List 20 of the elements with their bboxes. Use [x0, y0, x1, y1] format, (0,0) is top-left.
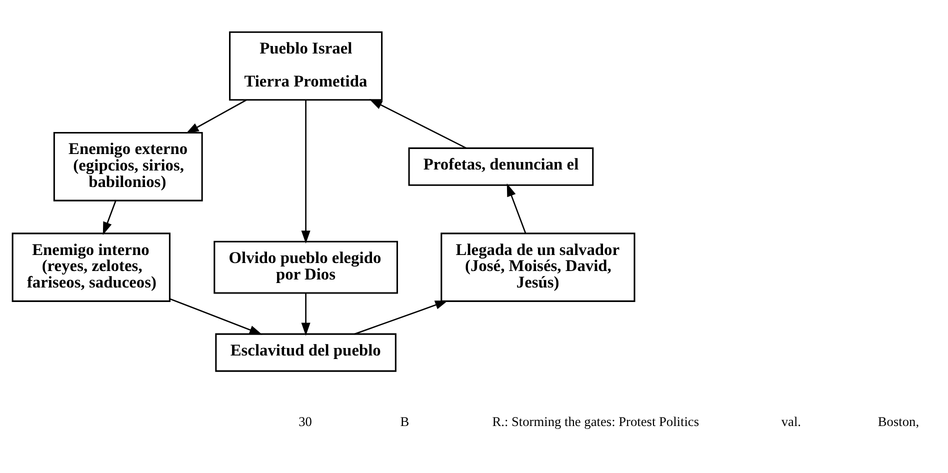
node-box: Olvido pueblo elegido por Dios: [214, 240, 398, 294]
node-box: Llegada de un salvador (José, Moisés, David, Jesús): [440, 232, 636, 302]
label: 30: [298, 414, 312, 429]
node-box: Esclavitud del pueblo: [215, 333, 396, 372]
arrow: [354, 300, 448, 335]
label: Boston,: [878, 414, 920, 429]
arrow: [301, 100, 310, 244]
arrow: [301, 293, 310, 336]
label: B: [400, 414, 410, 429]
arrow: [369, 99, 466, 149]
node-box: Enemigo externo (egipcios, sirios, babilonios): [53, 132, 203, 202]
label: R.: Storming the gates: Protest Politics: [492, 414, 700, 429]
node-box: Profetas, denuncian el: [408, 147, 594, 186]
node-box: Pueblo Israel Tierra Prometida: [229, 31, 383, 101]
arrow: [102, 200, 116, 235]
arrow: [186, 100, 246, 134]
arrow: [170, 298, 262, 335]
node-box: Enemigo interno (reyes, zelotes, fariseos, saduceos): [12, 232, 170, 302]
label: val.: [781, 414, 801, 429]
arrow: [506, 183, 526, 234]
